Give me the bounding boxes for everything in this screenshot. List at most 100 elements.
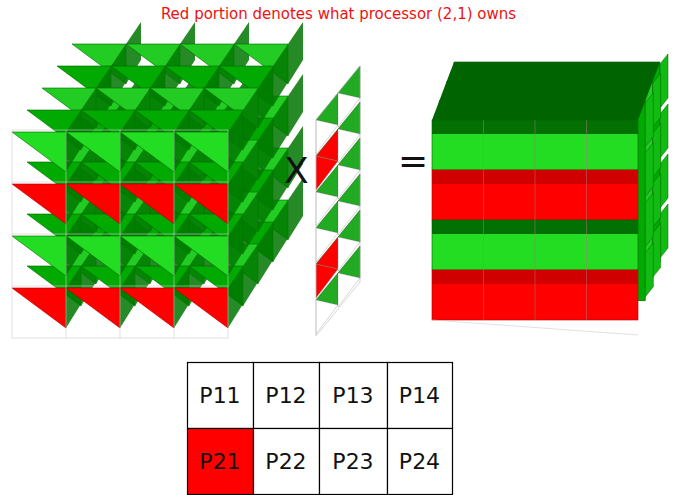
title: Red portion denotes what processor (2,1)… <box>0 5 677 23</box>
tile-side <box>273 96 288 158</box>
processor-label: P14 <box>399 383 440 408</box>
tile-side <box>653 223 661 277</box>
tile-side <box>645 93 653 147</box>
tile-side <box>645 193 653 247</box>
tile-side <box>645 243 653 297</box>
tile <box>12 132 66 172</box>
tile <box>316 93 338 125</box>
cell-text: P13 <box>319 362 387 428</box>
grid-cell <box>320 363 388 429</box>
tile <box>338 273 360 307</box>
tile-side <box>660 154 668 208</box>
cell-text: P14 <box>387 362 452 428</box>
tile <box>12 184 66 224</box>
processor-label: P12 <box>265 383 306 408</box>
tile <box>174 132 228 172</box>
tile <box>66 132 120 172</box>
tile-side <box>258 222 273 284</box>
tile-side <box>660 104 668 158</box>
tile-side <box>228 110 243 172</box>
grid-line <box>66 130 67 338</box>
grid-line <box>228 130 229 338</box>
tile-side <box>288 22 303 84</box>
grid-cell <box>388 363 453 429</box>
tile-side <box>660 204 668 258</box>
tile <box>120 236 174 276</box>
tile-side <box>258 66 273 128</box>
tile <box>338 210 360 242</box>
grid-line <box>535 120 536 320</box>
processor-label: P22 <box>265 449 306 474</box>
tile <box>316 273 338 305</box>
tile <box>316 129 338 161</box>
operator-symbol: = <box>398 140 428 181</box>
tile <box>338 102 360 134</box>
cell-text: P11 <box>187 362 253 428</box>
tile <box>120 132 174 172</box>
processor-label: P24 <box>399 449 440 474</box>
tile-side <box>243 192 258 254</box>
tile <box>120 184 174 224</box>
result-slab <box>432 54 668 335</box>
tile <box>174 288 228 328</box>
tile-side <box>243 140 258 202</box>
tile-side <box>258 118 273 180</box>
processor-label: P23 <box>332 449 373 474</box>
grid-cell <box>188 363 254 429</box>
grid-line <box>586 120 587 320</box>
tile-side <box>228 214 243 276</box>
grid-cell <box>320 429 388 495</box>
grid-line <box>120 130 121 338</box>
processor-label: P21 <box>199 449 240 474</box>
tensor-cube <box>12 22 303 338</box>
tile <box>316 165 338 197</box>
tile <box>338 66 360 98</box>
cell-text: P22 <box>253 428 319 494</box>
tile-side <box>653 173 661 227</box>
tile-side <box>273 200 288 262</box>
tile <box>12 236 66 276</box>
tile <box>120 288 174 328</box>
grid-cell <box>254 363 320 429</box>
tile <box>12 288 66 328</box>
tile <box>338 174 360 206</box>
grid-cell <box>388 429 453 495</box>
matrix-panel <box>316 66 360 336</box>
grid-line <box>483 120 484 320</box>
tile-side <box>653 73 661 127</box>
tile-side <box>228 266 243 328</box>
tile <box>174 236 228 276</box>
tile <box>66 288 120 328</box>
processor-grid <box>188 363 453 495</box>
tile <box>338 138 360 170</box>
tile-side <box>653 123 661 177</box>
tile <box>66 236 120 276</box>
panel-frame <box>316 66 360 336</box>
grid-line <box>12 130 13 338</box>
cell-text: P21 <box>187 428 253 494</box>
tile <box>316 237 338 269</box>
tile <box>66 184 120 224</box>
tile-side <box>660 54 668 108</box>
processor-label: P13 <box>332 383 373 408</box>
grid-line <box>432 320 638 335</box>
tile-side <box>228 162 243 224</box>
tile-side <box>258 170 273 232</box>
grid-cell <box>254 429 320 495</box>
cell-text: P23 <box>319 428 387 494</box>
tile <box>338 246 360 278</box>
tile <box>316 201 338 233</box>
tile-side <box>288 74 303 136</box>
operator-symbol: X <box>284 150 309 191</box>
tile <box>174 184 228 224</box>
processor-label: P11 <box>199 383 240 408</box>
tile-side <box>645 143 653 197</box>
cell-text: P24 <box>387 428 452 494</box>
grid-line <box>174 130 175 338</box>
slab-top <box>432 62 660 120</box>
tile-side <box>243 88 258 150</box>
cell-text: P12 <box>253 362 319 428</box>
tile-side <box>243 244 258 306</box>
tile-side <box>273 44 288 106</box>
